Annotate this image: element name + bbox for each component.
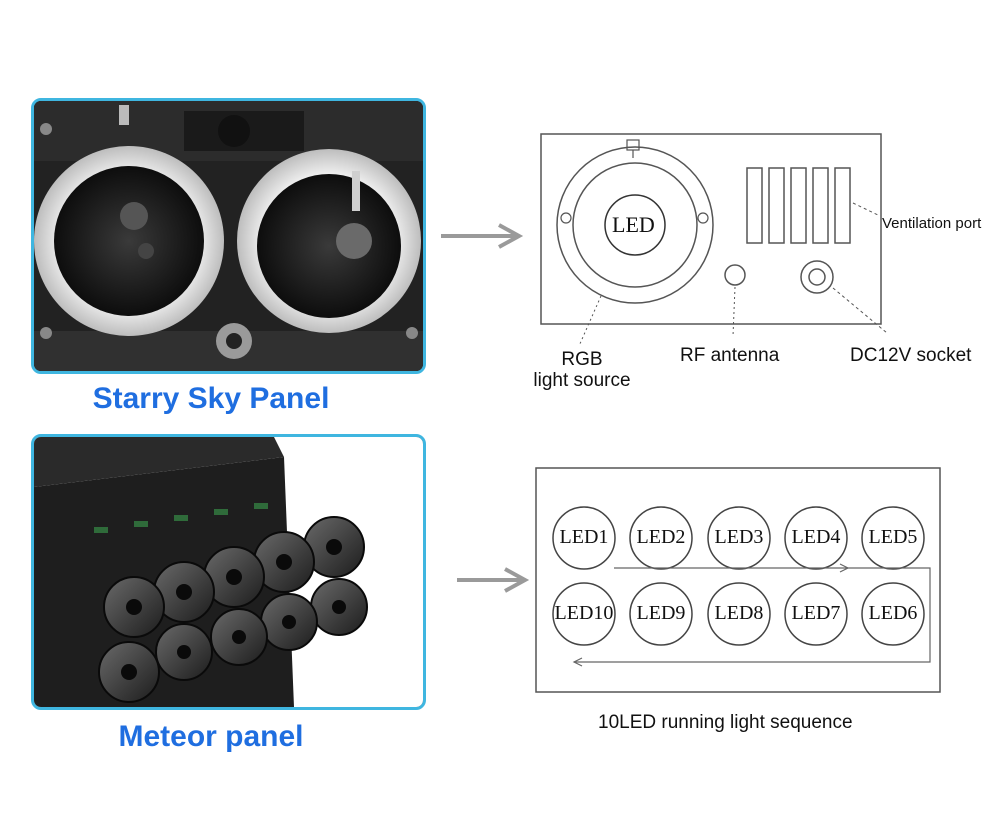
- led-label-led4: LED4: [791, 526, 841, 548]
- led-label-led6: LED6: [868, 602, 918, 624]
- led-label-led3: LED3: [714, 526, 764, 548]
- led-circle: [604, 194, 666, 256]
- meteor-caption: Meteor panel: [118, 720, 304, 753]
- sequence-label: 10LED running light sequence: [598, 712, 853, 733]
- meteor-panel-image: [34, 437, 423, 707]
- sequence-path: [574, 567, 931, 663]
- meteor-panel-photo: [31, 434, 426, 710]
- rgb-label-line1: RGB: [561, 349, 603, 370]
- rgb-outer-ring: [556, 146, 714, 304]
- led-label-led1: LED1: [559, 526, 609, 548]
- starry-sky-caption: Starry Sky Panel: [92, 382, 330, 415]
- led-label-led5: LED5: [868, 526, 918, 548]
- led-label-led10: LED10: [554, 602, 614, 624]
- arrow-right-icon: [441, 223, 524, 249]
- starry-sky-panel-photo: [31, 98, 426, 374]
- led-label-led2: LED2: [636, 526, 686, 548]
- led-label-led9: LED9: [636, 602, 686, 624]
- panel-outline: [540, 133, 882, 325]
- led-circles: [552, 506, 925, 646]
- rgb-light-source-label: RGB light source: [522, 349, 642, 391]
- dc12v-socket-label: DC12V socket: [850, 345, 972, 366]
- rgb-label-line2: light source: [533, 370, 631, 391]
- led-label-led7: LED7: [791, 602, 841, 624]
- ventilation-slots: [746, 167, 851, 244]
- rgb-inner-ring: [572, 162, 698, 288]
- rf-antenna-hole: [724, 264, 746, 286]
- led-label-led8: LED8: [714, 602, 764, 624]
- led-label: LED: [612, 212, 655, 237]
- ventilation-port-label: Ventilation port: [882, 215, 982, 232]
- arrow-right-icon: [457, 567, 530, 593]
- meteor-led-diagram: [535, 467, 941, 693]
- led-panel-outline: [535, 467, 941, 693]
- rf-antenna-label: RF antenna: [680, 345, 780, 366]
- dc-socket: [800, 260, 834, 294]
- starry-panel-diagram: [540, 133, 888, 347]
- starry-sky-panel-image: [34, 101, 423, 371]
